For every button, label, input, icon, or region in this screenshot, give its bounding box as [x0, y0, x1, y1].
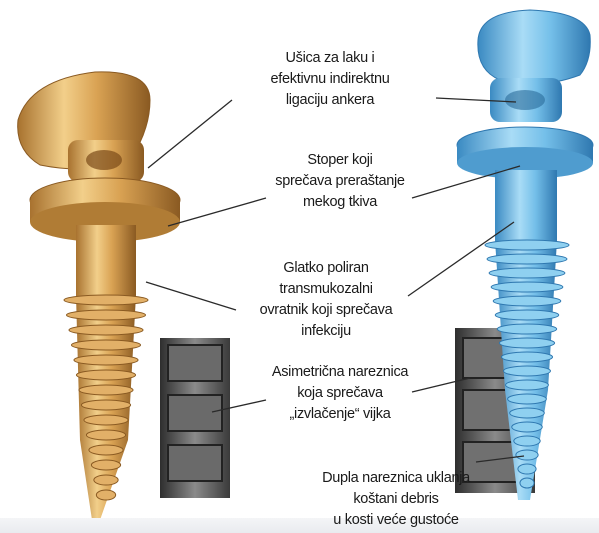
thread-ring — [64, 295, 148, 305]
label-dual-thread-line-1: Dupla nareznica uklanja — [296, 468, 496, 489]
thread-ring — [514, 436, 540, 446]
label-asym-thread-line-3: „izvlačenje“ vijka — [240, 404, 440, 425]
label-eyelet-line-3: ligaciju ankera — [230, 90, 430, 111]
thread-ring — [516, 450, 538, 460]
label-eyelet: Ušica za laku i efektivnu indirektnu lig… — [230, 48, 430, 111]
thread-ring — [76, 370, 135, 380]
thread-ring — [504, 366, 551, 376]
label-stopper: Stoper koji sprečava preraštanje mekog t… — [240, 150, 440, 213]
thread-ring — [89, 445, 123, 455]
label-collar-line-4: infekciju — [226, 321, 426, 342]
thread-ring — [91, 460, 120, 470]
label-stopper-line-3: mekog tkiva — [240, 192, 440, 213]
thread-ring — [84, 415, 128, 425]
label-collar-line-2: transmukozalni — [226, 279, 426, 300]
thread-ring — [510, 408, 545, 418]
thread-ring — [74, 355, 138, 365]
leader-collar-left — [146, 282, 236, 310]
thread-ring — [499, 338, 554, 348]
thread-ring — [508, 394, 547, 404]
thread-ring — [96, 490, 115, 500]
label-eyelet-line-1: Ušica za laku i — [230, 48, 430, 69]
thread-ring — [501, 352, 552, 362]
thread-ring — [69, 325, 143, 335]
thread-ring — [71, 340, 140, 350]
label-dual-thread-line-3: u kosti veće gustoće — [296, 510, 496, 531]
label-asym-thread-line-1: Asimetrična nareznica — [240, 362, 440, 383]
label-asym-thread-line-2: koja sprečava — [240, 383, 440, 404]
leader-eyelet-left — [148, 100, 232, 168]
label-eyelet-line-2: efektivnu indirektnu — [230, 69, 430, 90]
thread-ring — [497, 324, 556, 334]
thread-ring — [94, 475, 118, 485]
gold-tissue-block — [160, 338, 230, 498]
label-dual-thread-line-2: koštani debris — [296, 489, 496, 510]
thread-ring — [79, 385, 133, 395]
label-dual-thread: Dupla nareznica uklanja koštani debris u… — [296, 468, 496, 531]
blue-screw — [455, 10, 593, 500]
gold-screw — [18, 72, 230, 520]
label-collar: Glatko poliran transmukozalni ovratnik k… — [226, 258, 426, 342]
label-stopper-line-1: Stoper koji — [240, 150, 440, 171]
label-collar-line-1: Glatko poliran — [226, 258, 426, 279]
thread-ring — [485, 240, 569, 250]
thread-ring — [518, 464, 536, 474]
label-collar-line-3: ovratnik koji sprečava — [226, 300, 426, 321]
thread-ring — [493, 296, 561, 306]
thread-ring — [66, 310, 145, 320]
thread-ring — [495, 310, 558, 320]
thread-ring — [86, 430, 125, 440]
thread-ring — [506, 380, 549, 390]
thread-ring — [81, 400, 130, 410]
thread-ring — [512, 422, 543, 432]
label-asym-thread: Asimetrična nareznica koja sprečava „izv… — [240, 362, 440, 425]
thread-ring — [491, 282, 563, 292]
label-stopper-line-2: sprečava preraštanje — [240, 171, 440, 192]
thread-ring — [487, 254, 567, 264]
thread-ring — [489, 268, 565, 278]
thread-ring — [520, 478, 534, 488]
